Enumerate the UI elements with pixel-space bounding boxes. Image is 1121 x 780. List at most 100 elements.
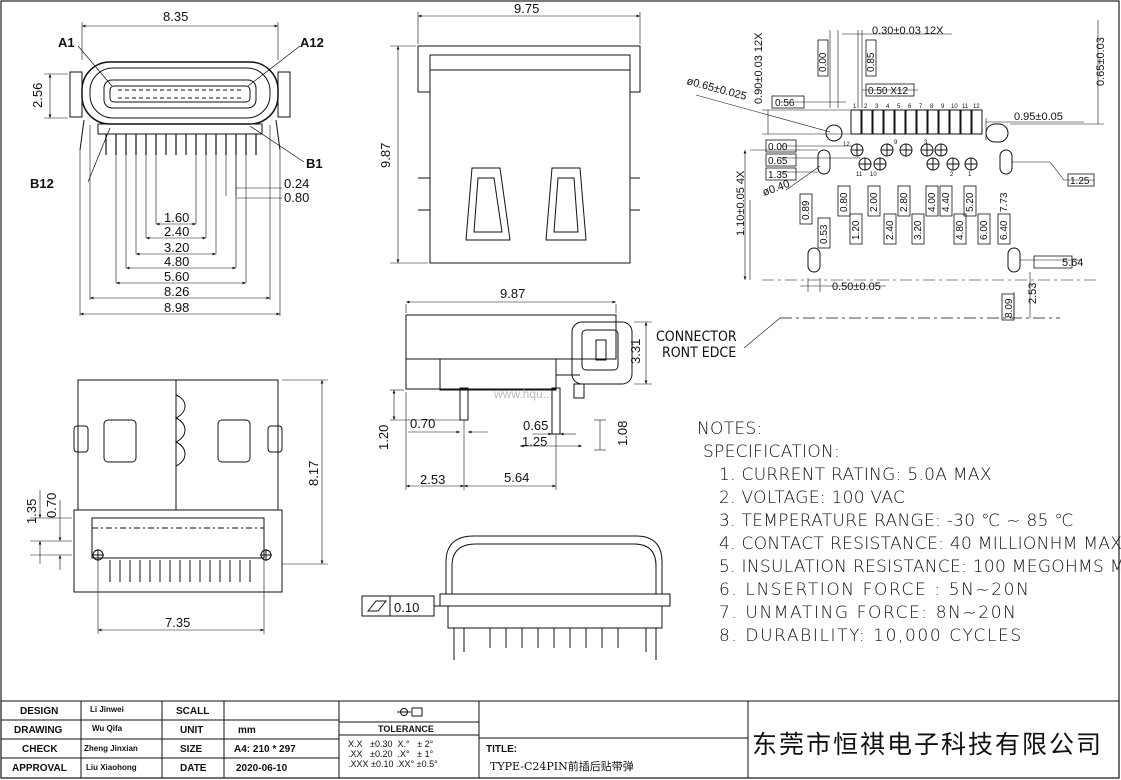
tol-3-b: ±0.10 [371, 759, 394, 769]
dim-overall-width: 8.35 [163, 9, 188, 24]
tb-field-unit: UNIT [180, 725, 204, 736]
notes-title: NOTES: [697, 419, 763, 439]
notes-subtitle: SPECIFICATION: [703, 442, 841, 462]
title-value: TYPE-C24PIN前插后贴带弹 [490, 760, 634, 773]
footprint-labels: 0.30±0.03 12X 0.90±0.03 12X 0.50 X12 0.6… [685, 25, 1107, 318]
fp-rot-left-0: 0.89 [801, 200, 812, 220]
fp-rot-bottom-1: 1.20 [851, 220, 862, 240]
pad-num-5: 5 [897, 104, 901, 110]
flatness-value: 0.10 [394, 600, 419, 615]
pad-num-12: 12 [973, 104, 980, 110]
fp-v-125: 1.25 [1070, 176, 1090, 187]
dim-top-depth: 9.87 [378, 143, 393, 168]
tb-name-drawing: Wu Qifa [92, 724, 123, 733]
dim-side-1-08: 1.08 [615, 421, 630, 446]
note-item-8: 8. DURABILITY: 10,000 CYCLES [719, 626, 1023, 646]
fp-v-809: 8.09 [1004, 298, 1015, 318]
fp-v-564: 5.64 [1062, 257, 1083, 269]
dim-side-height: 3.31 [628, 339, 643, 364]
tolerance-title: TOLERANCE [378, 724, 434, 734]
fp-rot-bottom-9: 5.20 [965, 192, 976, 212]
tol-1-c: X.° [397, 739, 410, 749]
fp-rot-top-0: 0.00 [818, 52, 829, 72]
fp-pad-pitch: 0.30±0.03 12X [872, 25, 944, 37]
tol-2-c: .X° [397, 749, 410, 759]
fp-rot-bottom-5: 3.20 [913, 220, 924, 240]
tol-3-c: .XX° [396, 759, 415, 769]
dim-pin-8-98: 8.98 [164, 300, 189, 315]
tol-1-a: X.X [348, 739, 363, 749]
pad-num-11: 11 [962, 104, 969, 110]
hole-num-10: 10 [870, 172, 877, 178]
tol-3-d: ±0.5° [416, 759, 438, 769]
fp-rot-bottom-12: 7.73 [999, 192, 1010, 212]
note-item-1: 1. CURRENT RATING: 5.0A MAX [719, 465, 992, 485]
dim-side-2-53: 2.53 [420, 472, 445, 487]
title-block: DESIGN Li Jinwei SCALL DRAWING Wu Qifa U… [0, 701, 1121, 780]
tol-row-1: X.X ±0.30 X.° ± 2° [348, 739, 433, 749]
tb-label-check: CHECK [22, 744, 58, 755]
dim-pin-5-60: 5.60 [164, 269, 189, 284]
fp-rot-bottom-2: 2.00 [869, 192, 880, 212]
fp-rot-bottom-4: 2.80 [899, 192, 910, 212]
dim-side-length: 9.87 [500, 286, 525, 301]
tb-field-size: SIZE [180, 744, 203, 755]
note-item-7: 7. UNMATING FORCE: 8N~20N [719, 603, 1018, 623]
tb-name-design: Li Jinwei [90, 705, 124, 714]
front-view-labels: 8.35 2.56 A1 A12 B1 B12 0.24 0.80 1.60 2… [30, 9, 324, 315]
label-a1: A1 [58, 35, 75, 50]
tb-value-size: A4: 210 * 297 [234, 744, 296, 755]
rear-view [361, 535, 671, 660]
pad-num-4: 4 [886, 104, 890, 110]
hole-num-9: 9 [894, 140, 898, 146]
fp-v-110: 1.10±0.05 4X [735, 170, 747, 236]
label-b12: B12 [30, 176, 54, 191]
note-item-2: 2. VOLTAGE: 100 VAC [719, 488, 906, 508]
fp-offset-095: 0.95±0.05 [1014, 111, 1063, 123]
tol-1-b: ±0.30 [370, 739, 393, 749]
tb-value-date: 2020-06-10 [236, 763, 288, 774]
front-view [44, 22, 305, 316]
hole-num-1: 1 [968, 172, 972, 178]
dim-height: 2.56 [30, 83, 45, 108]
tol-3-a: .XXX [348, 759, 369, 769]
note-item-3: 3. TEMPERATURE RANGE: -30 ℃ ~ 85 ℃ [719, 511, 1074, 531]
bottom-view-labels: 8.17 1.35 0.70 7.35 [24, 461, 321, 630]
dim-side-5-64: 5.64 [504, 470, 529, 485]
tol-2-d: ± 1° [417, 749, 434, 759]
tol-row-3: .XXX ±0.10 .XX° ±0.5° [348, 759, 438, 769]
pad-num-7: 7 [919, 104, 923, 110]
dim-pin-3-20: 3.20 [164, 240, 189, 255]
fp-v-056: 0.56 [775, 98, 795, 109]
dim-pin-8-26: 8.26 [164, 284, 189, 299]
fp-rot-bottom-3: 2.40 [885, 220, 896, 240]
fp-v-000: 0.00 [768, 142, 788, 153]
fp-rot-bottom-0: 0.80 [839, 192, 850, 212]
fp-v-135: 1.35 [768, 170, 788, 181]
dim-pin-gap: 0.80 [284, 190, 309, 205]
side-view-labels: 9.87 3.31 1.20 0.70 0.65 1.25 1.08 2.53 … [376, 286, 737, 487]
dim-pin-1-60: 1.60 [164, 210, 189, 225]
fp-v-065: 0.65 [768, 156, 788, 167]
fp-hole-dia-small: ø0.40 [761, 178, 792, 199]
bottom-view [30, 379, 328, 634]
fp-hole-dia: ø0.65±0.025 [685, 75, 748, 103]
titleblock-grid [0, 700, 1120, 779]
dim-bottom-1-35: 1.35 [24, 499, 39, 524]
fp-rot-bottom-8: 4.80 [955, 220, 966, 240]
pad-num-9: 9 [941, 104, 945, 110]
pad-num-3: 3 [875, 104, 879, 110]
tol-row-2: .XX ±0.20 .X° ± 1° [348, 749, 433, 759]
pad-num-1: 1 [853, 104, 857, 110]
note-item-5: 5. INSULATION RESISTANCE: 100 MEGOHMS MI… [719, 557, 1121, 577]
pad-numbers: 1 2 3 4 5 6 7 8 9 10 11 12 12 11 10 9 3 … [843, 104, 980, 178]
title-label: TITLE: [486, 744, 518, 755]
label-b1: B1 [306, 156, 323, 171]
watermark: www.hqu... [493, 387, 553, 401]
dim-bottom-0-70: 0.70 [44, 493, 59, 518]
dim-side-1-25: 1.25 [522, 434, 547, 449]
fp-rot-bottom-10: 6.00 [979, 220, 990, 240]
dim-side-0-70: 0.70 [410, 416, 435, 431]
note-item-4: 4. CONTACT RESISTANCE: 40 MILLIONHM MAX [719, 534, 1121, 554]
